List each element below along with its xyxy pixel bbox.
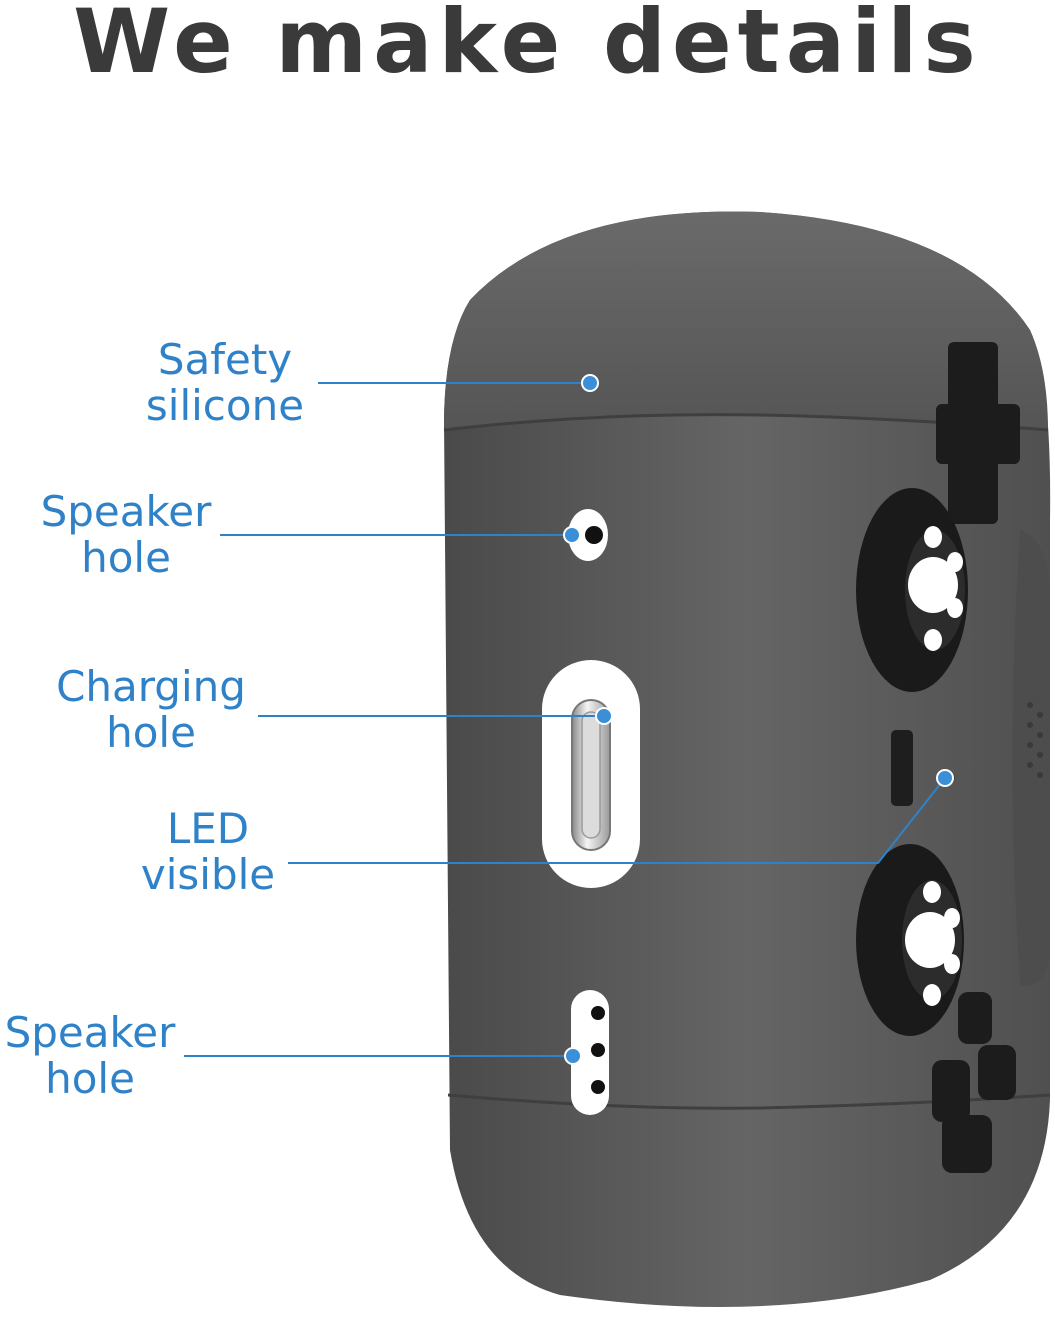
callout-dot — [563, 526, 581, 544]
callout-charging-hole: Charging hole — [56, 662, 246, 757]
callout-dot — [581, 374, 599, 392]
charging-port — [542, 660, 640, 888]
paw-thumb-cap-icon — [856, 844, 964, 1036]
callout-dot — [595, 707, 613, 725]
paw-thumb-cap-icon — [856, 488, 968, 692]
speaker-grille-icon — [1027, 702, 1043, 778]
callout-dot — [936, 769, 954, 787]
dpad-cap-icon — [936, 342, 1020, 524]
callout-led-visible: LED visible — [140, 804, 276, 899]
callout-speaker-hole-top: Speaker hole — [40, 487, 212, 582]
silicone-top-band — [444, 211, 1048, 430]
button-slot — [891, 730, 913, 806]
page-title: We make details — [73, 0, 982, 93]
side-rim — [1012, 530, 1050, 986]
face-buttons-icon — [932, 992, 1016, 1173]
speaker-hole-bottom — [571, 990, 609, 1115]
speaker-hole-top — [568, 509, 608, 561]
callout-dot — [564, 1047, 582, 1065]
callout-speaker-hole-bottom: Speaker hole — [4, 1008, 176, 1103]
callout-line — [288, 777, 946, 864]
callout-safety-silicone: Safety silicone — [145, 335, 305, 430]
